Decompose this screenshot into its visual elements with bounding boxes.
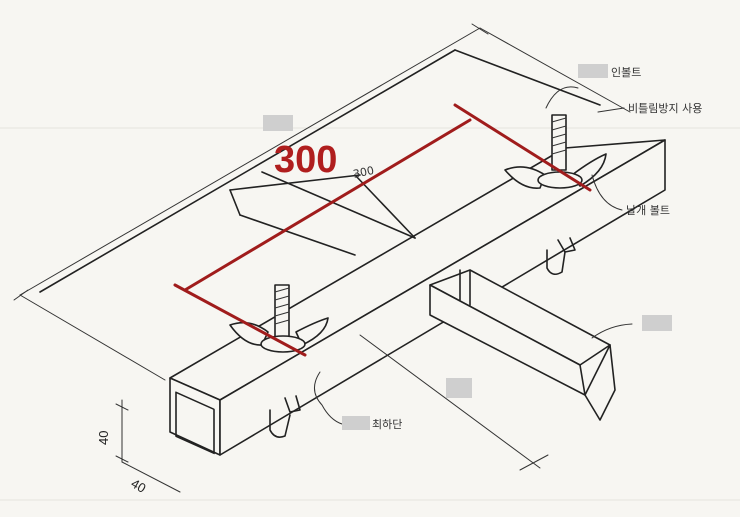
channel-end: [584, 344, 616, 421]
leader-channel: [591, 323, 633, 339]
wing-bolt-right: [504, 86, 607, 189]
dimension-label-300: 300: [274, 139, 337, 181]
blurred-label: [446, 378, 472, 398]
blurred-label: [578, 64, 608, 78]
leader-wing-nut: [591, 174, 623, 211]
overall-dimension-line: [13, 23, 631, 381]
bottom-clip-right: [546, 237, 576, 276]
blurred-label: [263, 115, 293, 131]
beam-hollow-section: [175, 391, 215, 455]
groove-dimension: 300: [352, 164, 375, 181]
red-extension-right: [453, 103, 592, 192]
leader-line: [545, 86, 579, 109]
wing-right: [295, 317, 329, 346]
red-dimension-line: [183, 118, 472, 292]
leader-pipe: [314, 371, 343, 425]
deck-plate: [39, 49, 601, 293]
blurred-label: [342, 416, 370, 430]
red-dimension: 300: [173, 103, 592, 357]
callout-pipe-bolt: 최하단: [372, 417, 402, 431]
lower-dimension-line: [359, 334, 541, 469]
section-dimensions: 40 40: [96, 399, 181, 496]
steel-channel: [429, 269, 616, 421]
width-dimension: 40: [129, 476, 149, 496]
callouts: 인볼트 비틀림방지 사용 날개 볼트 최하단: [263, 64, 702, 431]
callout-wing-spec: 비틀림방지 사용: [628, 102, 702, 115]
blurred-label: [642, 315, 672, 331]
callout-bolt-top: 인볼트: [611, 66, 641, 79]
red-extension-left: [173, 283, 307, 357]
bottom-clip-left: [269, 395, 301, 438]
height-dimension: 40: [96, 431, 111, 445]
main-beam: [169, 139, 666, 456]
callout-wing-nut: 날개 볼트: [626, 204, 670, 217]
